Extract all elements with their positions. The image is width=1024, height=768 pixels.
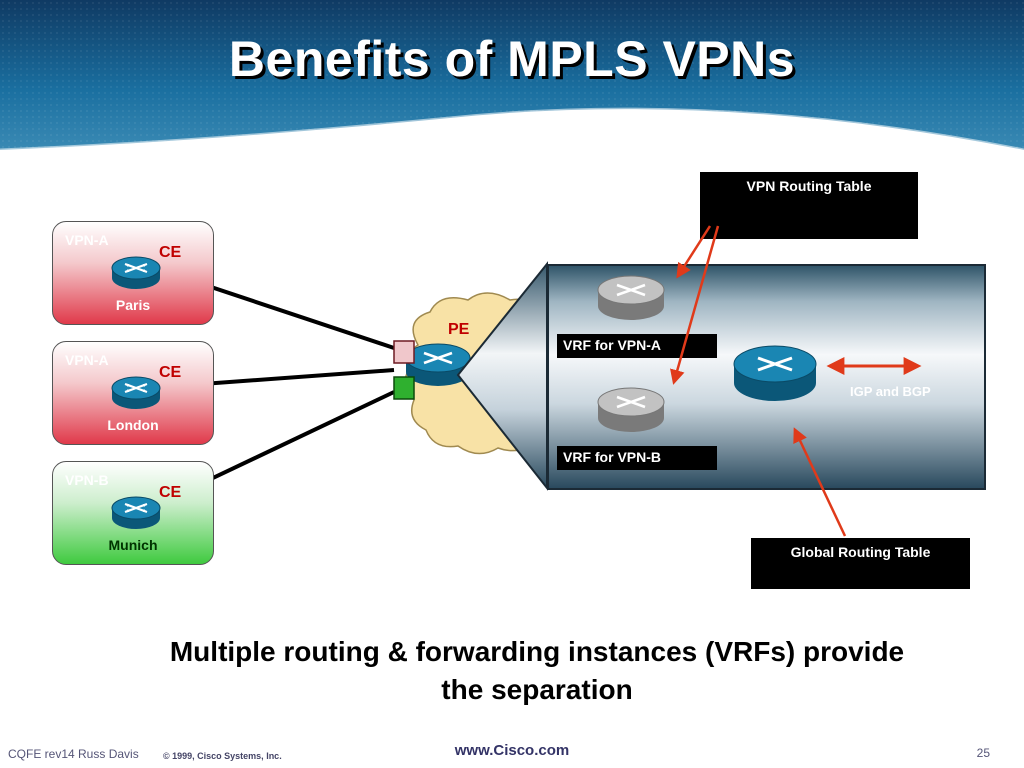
vrf-b-router-icon bbox=[597, 387, 665, 432]
ce-router-icon bbox=[111, 376, 161, 409]
site-city: Paris bbox=[115, 297, 151, 313]
ce-label: CE bbox=[159, 244, 182, 261]
footer-page-number: 25 bbox=[976, 746, 990, 760]
global-router-icon bbox=[733, 345, 817, 401]
vpn-label: VPN-A bbox=[65, 232, 109, 248]
arrow-vpn-table-vrf-b bbox=[670, 225, 720, 385]
site-paris: VPN-A CE Paris bbox=[52, 221, 214, 325]
vrf-b-label: VRF for VPN-B bbox=[557, 446, 717, 470]
slide-title: Benefits of MPLS VPNs bbox=[228, 31, 796, 87]
footer-copyright: © 1999, Cisco Systems, Inc. bbox=[163, 751, 282, 761]
vpn-label: VPN-B bbox=[65, 472, 109, 488]
ce-router-icon bbox=[111, 256, 161, 289]
caption-line-1: Multiple routing & forwarding instances … bbox=[169, 636, 905, 667]
slide-caption: Multiple routing & forwarding instances … bbox=[70, 633, 1004, 709]
vrf-a-label: VRF for VPN-A bbox=[557, 334, 717, 358]
vpn-label: VPN-A bbox=[65, 352, 109, 368]
ce-label: CE bbox=[159, 364, 182, 381]
pe-router-icon bbox=[405, 343, 471, 386]
footer-course: CQFE rev14 Russ Davis bbox=[8, 747, 139, 761]
vpn-routing-table: VPN Routing Table bbox=[700, 172, 918, 239]
site-munich: VPN-B CE Munich bbox=[52, 461, 214, 565]
ce-router-icon bbox=[111, 496, 161, 529]
igp-bgp-label: IGP and BGP bbox=[850, 384, 931, 399]
site-city: London bbox=[107, 417, 159, 433]
site-london: VPN-A CE London bbox=[52, 341, 214, 445]
pe-label: PE bbox=[448, 321, 470, 338]
arrow-global-table-router bbox=[793, 427, 847, 537]
caption-line-2: the separation bbox=[441, 674, 633, 705]
title-banner bbox=[0, 0, 1024, 152]
arrow-vpn-table-vrf-a bbox=[676, 225, 712, 279]
footer-url: www.Cisco.com bbox=[454, 742, 570, 759]
global-routing-table: Global Routing Table bbox=[751, 538, 970, 589]
site-city: Munich bbox=[108, 537, 158, 553]
vrf-a-router-icon bbox=[597, 275, 665, 320]
vrf-a-interface bbox=[393, 340, 415, 364]
ce-label: CE bbox=[159, 484, 182, 501]
vrf-b-interface bbox=[393, 376, 415, 400]
